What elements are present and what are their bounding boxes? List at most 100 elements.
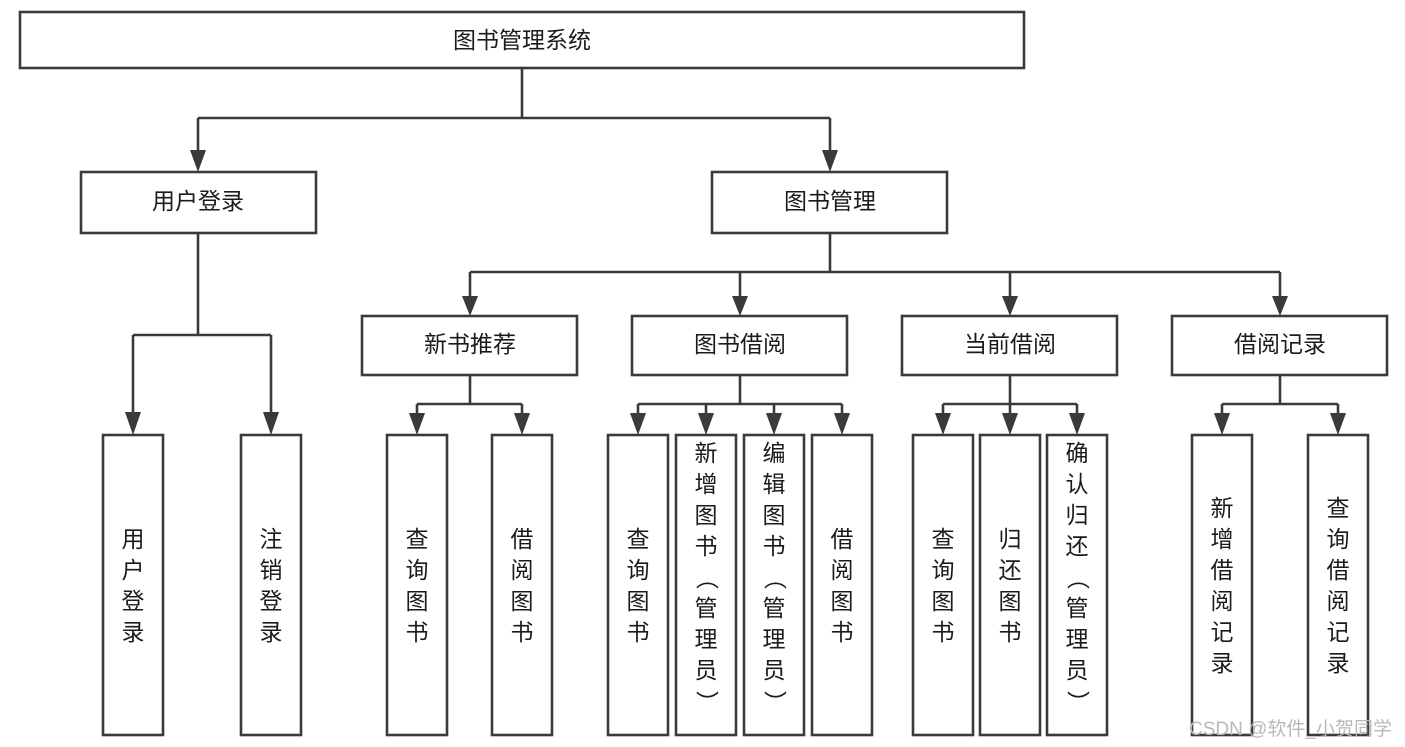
node-user-login-label: 用户登录	[152, 188, 244, 214]
leaf-bb-borrow-box[interactable]	[810, 433, 874, 737]
leaf-label-char: 管	[763, 595, 786, 621]
arrow-to-leaf-br-query	[1330, 413, 1346, 435]
leaf-label-char: 归	[1066, 502, 1089, 528]
leaf-label-char: 书	[695, 533, 718, 559]
node-book-manage-label: 图书管理	[784, 188, 876, 214]
leaf-label-char: 图	[831, 588, 854, 614]
node-borrow-record-box[interactable]	[1170, 314, 1389, 377]
leaf-label-char: 阅	[1211, 588, 1234, 614]
leaf-user-login-box[interactable]	[101, 433, 165, 737]
node-book-manage[interactable]: 图书管理	[710, 170, 949, 235]
leaf-label-char: 书	[511, 619, 534, 645]
leaf-label-char: 阅	[831, 557, 854, 583]
leaf-node-layer	[101, 433, 1370, 737]
connector-layer	[131, 68, 1340, 413]
node-current-borrow[interactable]: 当前借阅	[900, 314, 1119, 377]
leaf-label-char: 归	[999, 526, 1022, 552]
leaf-label-char: 查	[627, 526, 650, 552]
leaf-label-char: 书	[831, 619, 854, 645]
arrow-to-borrow-record	[1272, 296, 1288, 316]
arrow-to-book-borrow	[732, 296, 748, 316]
leaf-label-char: 确	[1066, 440, 1089, 466]
leaf-br-query-box[interactable]	[1306, 433, 1370, 737]
leaf-bb-add-box[interactable]	[674, 433, 738, 737]
leaf-label-char: 认	[1066, 471, 1089, 497]
leaf-cb-query-box[interactable]	[911, 433, 975, 737]
leaf-label-char: 阅	[511, 557, 534, 583]
leaf-label-char: 书	[627, 619, 650, 645]
node-user-login-box[interactable]	[79, 170, 318, 235]
leaf-label-char: 管	[695, 595, 718, 621]
leaf-label-char: 阅	[1327, 588, 1350, 614]
leaf-label-char: 记	[1327, 619, 1350, 645]
leaf-label-char: ）	[762, 691, 788, 714]
arrow-to-leaf-bb-add	[698, 413, 714, 435]
node-new-book-rec-label: 新书推荐	[424, 331, 516, 357]
node-borrow-record[interactable]: 借阅记录	[1170, 314, 1389, 377]
leaf-label-char: 借	[1327, 557, 1350, 583]
node-root-box[interactable]	[18, 10, 1026, 70]
arrow-to-leaf-br-add	[1214, 413, 1230, 435]
leaf-label-char: 录	[122, 619, 145, 645]
arrow-to-user-login	[190, 150, 206, 172]
leaf-cb-confirm-box[interactable]	[1045, 433, 1109, 737]
arrow-to-current-borrow	[1002, 296, 1018, 316]
leaf-label-char: 注	[260, 526, 283, 552]
leaf-nbr-borrow-box[interactable]	[490, 433, 554, 737]
leaf-label-leaf-user-login: 用户登录	[122, 526, 145, 645]
node-book-borrow[interactable]: 图书借阅	[630, 314, 849, 377]
leaf-label-char: 录	[1327, 650, 1350, 676]
arrow-to-book-manage	[822, 150, 838, 172]
arrow-to-leaf-user-login	[125, 412, 141, 435]
leaf-label-layer: 用户登录注销登录查询图书借阅图书查询图书新增图书（管理员）编辑图书（管理员）借阅…	[122, 440, 1350, 714]
arrow-to-new-book-rec	[462, 296, 478, 316]
leaf-cb-return-box[interactable]	[978, 433, 1042, 737]
leaf-label-char: 查	[1327, 495, 1350, 521]
leaf-bb-edit-box[interactable]	[742, 433, 806, 737]
leaf-label-char: 询	[932, 557, 955, 583]
arrow-to-leaf-bb-edit	[766, 413, 782, 435]
leaf-label-char: 新	[1211, 495, 1234, 521]
leaf-label-char: 书	[763, 533, 786, 559]
node-user-login[interactable]: 用户登录	[79, 170, 318, 235]
node-new-book-rec[interactable]: 新书推荐	[360, 314, 579, 377]
leaf-label-char: 查	[932, 526, 955, 552]
node-root[interactable]: 图书管理系统	[18, 10, 1026, 70]
leaf-label-char: 借	[511, 526, 534, 552]
leaf-label-char: 借	[1211, 557, 1234, 583]
arrow-to-leaf-bb-query	[630, 413, 646, 435]
arrow-to-leaf-user-logout	[263, 412, 279, 435]
leaf-label-char: 询	[627, 557, 650, 583]
leaf-label-char: 员	[1066, 657, 1089, 683]
leaf-label-char: 理	[695, 626, 718, 652]
node-book-borrow-box[interactable]	[630, 314, 849, 377]
leaf-label-char: 理	[763, 626, 786, 652]
leaf-label-char: 书	[406, 619, 429, 645]
leaf-bb-query-box[interactable]	[606, 433, 670, 737]
node-new-book-rec-box[interactable]	[360, 314, 579, 377]
leaf-label-char: 图	[695, 502, 718, 528]
node-current-borrow-box[interactable]	[900, 314, 1119, 377]
leaf-nbr-query-box[interactable]	[385, 433, 449, 737]
leaf-label-char: 图	[932, 588, 955, 614]
leaf-label-char: 书	[999, 619, 1022, 645]
leaf-label-char: 图	[627, 588, 650, 614]
leaf-label-char: （	[1065, 567, 1091, 590]
leaf-label-char: 图	[999, 588, 1022, 614]
leaf-label-char: 询	[406, 557, 429, 583]
node-book-manage-box[interactable]	[710, 170, 949, 235]
leaf-label-char: 还	[1066, 533, 1089, 559]
leaf-br-add-box[interactable]	[1190, 433, 1254, 737]
leaf-label-char: 用	[122, 526, 145, 552]
leaf-label-char: 登	[260, 588, 283, 614]
leaf-user-logout-box[interactable]	[239, 433, 303, 737]
leaf-label-char: 员	[695, 657, 718, 683]
leaf-label-char: （	[762, 567, 788, 590]
